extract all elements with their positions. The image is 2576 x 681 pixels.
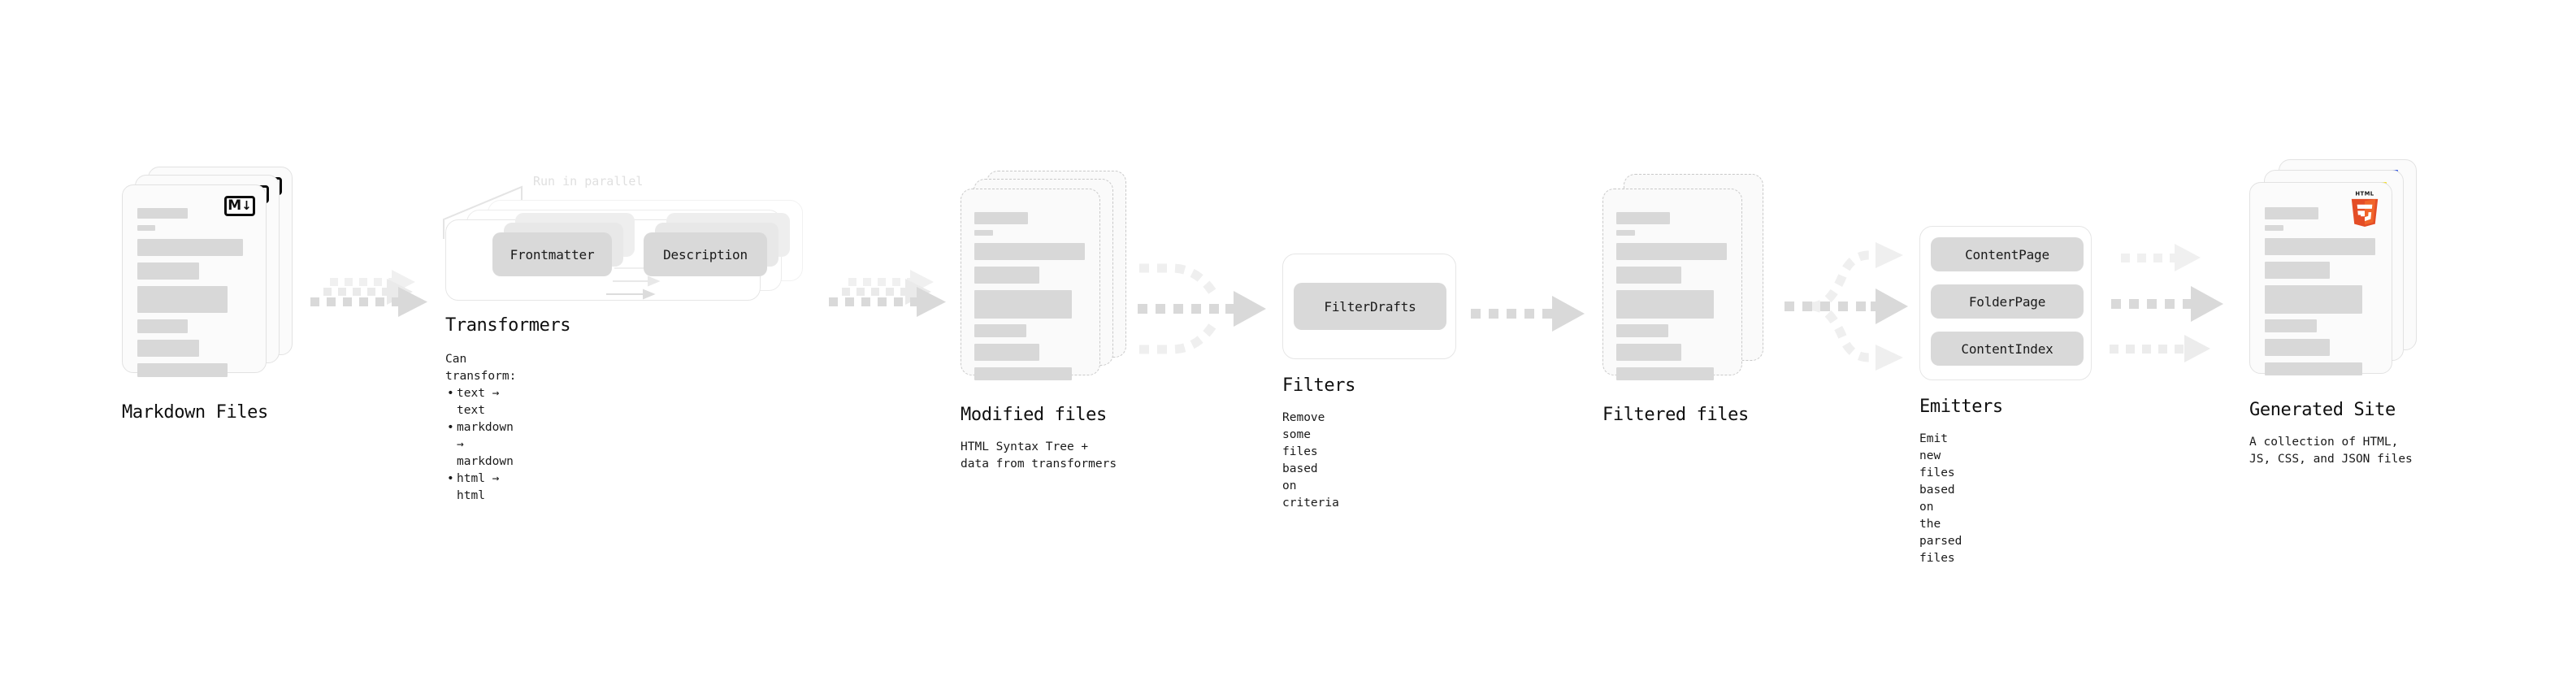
stage-label-modified-files: Modified files	[961, 405, 1107, 425]
arrow-transformers-to-modified	[829, 270, 946, 317]
arrow-filtered-to-emitters	[1785, 242, 1908, 371]
filtered-file-card-front	[1602, 189, 1742, 380]
transformers-bullet-2: html → html	[447, 471, 516, 505]
markdown-file-card-front: M↓	[122, 184, 267, 377]
stage-label-transformers: Transformers	[445, 315, 571, 336]
transformers-bullet-list: Can transform: text → text markdown → ma…	[445, 351, 516, 505]
transformers-bullet-1: markdown → markdown	[447, 419, 516, 471]
markdown-icon: M↓	[224, 196, 255, 216]
modified-file-content-lines	[961, 189, 1099, 380]
stage-subtitle-emitters: Emit new files based on the parsed files	[1919, 432, 1962, 566]
stage-label-filtered-files: Filtered files	[1602, 405, 1749, 425]
stage-modified-files: Modified files HTML Syntax Tree + data f…	[961, 171, 1135, 471]
parallel-leader-line	[443, 185, 523, 239]
stage-generated-site: CSS HTML	[2249, 159, 2428, 466]
arrow-markdown-to-transformers	[310, 270, 427, 317]
stage-markdown-files: M↓ M↓ M↓	[122, 167, 301, 423]
generated-site-content-lines	[2250, 183, 2392, 375]
modified-file-stack	[961, 171, 1135, 382]
markdown-file-content-lines	[123, 185, 266, 377]
markdown-file-stack: M↓ M↓ M↓	[122, 167, 301, 378]
generated-site-file-stack: CSS HTML	[2249, 159, 2428, 379]
filter-chip-filterdrafts[interactable]: FilterDrafts	[1294, 283, 1446, 330]
svg-text:HTML: HTML	[2355, 191, 2374, 197]
arrow-modified-to-filters	[1138, 263, 1266, 354]
emitter-chip-folderpage[interactable]: FolderPage	[1931, 284, 2084, 319]
arrow-emitters-to-site	[2110, 244, 2223, 362]
filtered-file-stack	[1602, 171, 1777, 382]
run-in-parallel-note: Run in parallel	[533, 174, 644, 189]
transformer-chip-description[interactable]: Description	[644, 232, 767, 276]
modified-file-card-front	[961, 189, 1100, 380]
generated-site-card-front: HTML	[2249, 182, 2392, 375]
stage-label-emitters: Emitters	[1919, 397, 2003, 417]
stage-label-generated-site: Generated Site	[2249, 400, 2396, 420]
stage-subtitle-generated-site: A collection of HTML, JS, CSS, and JSON …	[2249, 436, 2413, 466]
stage-filtered-files: Filtered files	[1602, 171, 1777, 425]
transformers-bullet-0: text → text	[447, 385, 516, 419]
html5-icon: HTML	[2351, 191, 2379, 227]
arrow-filters-to-filtered	[1471, 296, 1585, 332]
filtered-file-content-lines	[1603, 189, 1741, 380]
stage-label-markdown-files: Markdown Files	[122, 402, 268, 423]
transformer-chip-frontmatter[interactable]: Frontmatter	[492, 232, 612, 276]
stage-label-filters: Filters	[1282, 375, 1355, 396]
emitter-chip-contentpage[interactable]: ContentPage	[1931, 237, 2084, 271]
transformers-caption: Can transform:	[445, 353, 517, 384]
stage-subtitle-filters: Remove some files based on criteria	[1282, 411, 1339, 510]
emitter-chip-contentindex[interactable]: ContentIndex	[1931, 332, 2084, 366]
stage-subtitle-modified-files: HTML Syntax Tree + data from transformer…	[961, 440, 1117, 471]
